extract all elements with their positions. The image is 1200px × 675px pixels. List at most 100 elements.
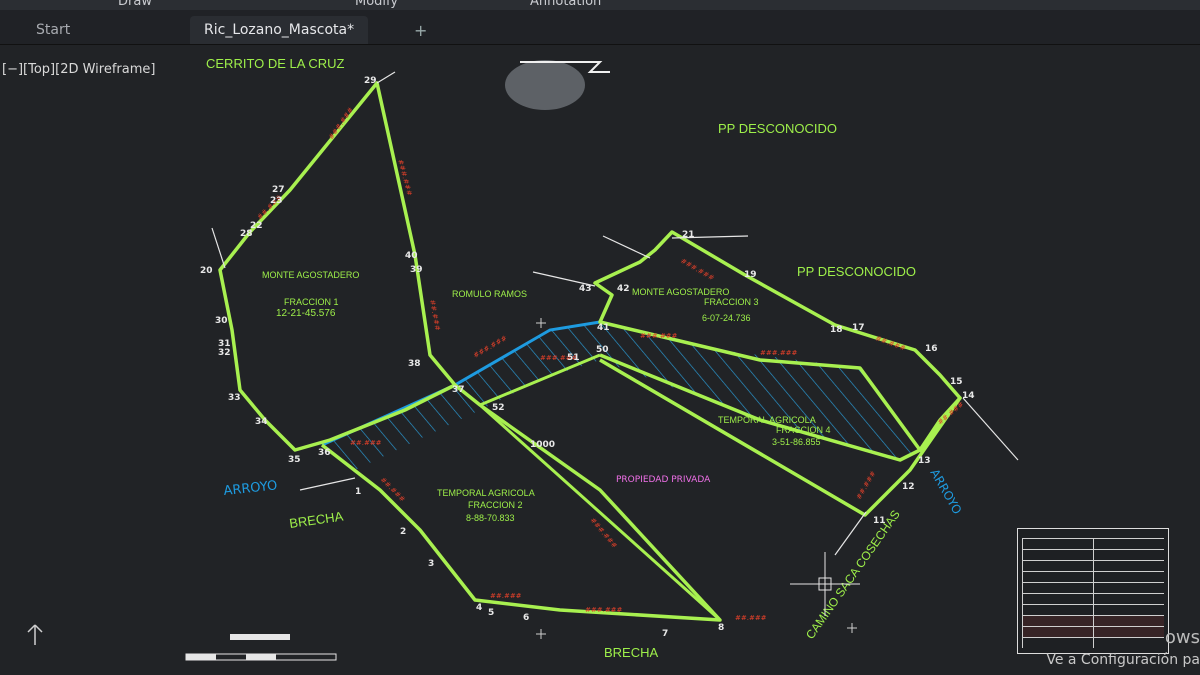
label-monte-1: MONTE AGOSTADERO	[262, 270, 359, 280]
svg-text:##.###: ##.###	[936, 400, 965, 426]
vertex-14: 14	[962, 391, 975, 401]
svg-text:##.###: ##.###	[490, 592, 522, 600]
document-tabbar: Start Ric_Lozano_Mascota* +	[0, 10, 1200, 45]
areas-table	[1017, 528, 1169, 654]
vertex-5: 5	[488, 608, 494, 618]
label-pp-desconocido-2: PP DESCONOCIDO	[797, 264, 916, 279]
svg-text:###.###: ###.###	[640, 332, 678, 340]
tab-start[interactable]: Start	[36, 22, 71, 38]
hatch-area	[322, 322, 920, 470]
vertex-35: 35	[288, 455, 301, 465]
label-fraccion-4: FRACCION 4	[776, 425, 831, 435]
svg-text:###.###: ###.###	[760, 349, 798, 357]
vertex-17: 17	[852, 323, 865, 333]
svg-text:##.###: ##.###	[428, 299, 441, 332]
vertex-22: 22	[250, 221, 263, 231]
svg-text:##.###: ##.###	[379, 476, 407, 504]
ribbon-draw[interactable]: Draw	[118, 0, 152, 9]
label-arroyo-left: ARROYO	[223, 478, 278, 499]
vertex-18: 18	[830, 325, 843, 335]
label-monte-3: MONTE AGOSTADERO	[632, 287, 729, 297]
svg-text:##.###: ##.###	[855, 470, 878, 501]
svg-text:##.###: ##.###	[350, 439, 382, 447]
label-area-4: 3-51-86.855	[772, 437, 821, 447]
label-area-2: 8-88-70.833	[466, 513, 515, 523]
vertex-16: 16	[925, 344, 938, 354]
label-arroyo-right: ARROYO	[927, 467, 964, 517]
crosshair-cursor-icon	[790, 552, 860, 616]
viewport-controls[interactable]: [−][Top][2D Wireframe]	[2, 62, 156, 77]
vertex-7: 7	[662, 629, 668, 639]
label-brecha-left: BRECHA	[288, 509, 344, 531]
label-propiedad-privada: PROPIEDAD PRIVADA	[616, 475, 711, 485]
vertex-13: 13	[918, 456, 931, 466]
tab-drawing[interactable]: Ric_Lozano_Mascota*	[190, 16, 369, 44]
vertex-30: 30	[215, 316, 228, 326]
label-camino: CAMINO SACA COSECHAS	[803, 508, 903, 642]
label-temporal-2: TEMPORAL AGRICOLA	[437, 488, 535, 498]
vertex-41: 41	[597, 323, 610, 333]
vertex-1000: 1000	[530, 440, 555, 450]
vertex-12: 12	[902, 482, 915, 492]
vertex-6: 6	[523, 613, 529, 623]
label-fraccion-3: FRACCION 3	[704, 297, 759, 307]
fraccion-1-boundary	[218, 81, 457, 452]
label-fraccion-2: FRACCION 2	[468, 500, 523, 510]
label-area-1: 12-21-45.576	[276, 308, 336, 319]
ribbon: Draw Modify Annotation	[0, 0, 1200, 10]
vertex-28: 28	[240, 229, 253, 239]
ribbon-modify[interactable]: Modify	[355, 0, 399, 9]
plus-markers	[536, 318, 857, 639]
label-pp-desconocido-1: PP DESCONOCIDO	[718, 121, 837, 136]
vertex-23: 23	[270, 196, 283, 206]
vertex-29: 29	[364, 76, 377, 86]
inner-line-52	[478, 403, 722, 622]
north-arrow-logo	[505, 60, 610, 110]
vertex-1: 1	[355, 487, 361, 497]
vertex-51: 51	[567, 353, 580, 363]
watermark-line-2: Ve a Configuración pa	[1046, 652, 1200, 668]
vertex-19: 19	[744, 270, 757, 280]
label-fraccion-1: FRACCION 1	[284, 297, 339, 307]
vertex-50: 50	[596, 345, 609, 355]
vertex-2: 2	[400, 527, 406, 537]
svg-text:###.###: ###.###	[588, 516, 618, 550]
vertex-11: 11	[873, 516, 886, 526]
label-cerrito: CERRITO DE LA CRUZ	[206, 56, 345, 71]
vertex-20: 20	[200, 266, 213, 276]
vertex-15: 15	[950, 377, 963, 387]
vertex-3: 3	[428, 559, 434, 569]
vertex-33: 33	[228, 393, 241, 403]
label-area-3: 6-07-24.736	[702, 313, 751, 323]
svg-text:##.###: ##.###	[874, 334, 907, 352]
label-temporal-4: TEMPORAL AGRICOLA	[718, 415, 816, 425]
vertex-36: 36	[318, 448, 331, 458]
label-brecha-bottom: BRECHA	[604, 645, 659, 660]
svg-text:###.###: ###.###	[540, 354, 578, 362]
reference-lines	[211, 71, 1019, 556]
vertex-52: 52	[492, 403, 505, 413]
vertex-38: 38	[408, 359, 421, 369]
svg-text:###.###: ###.###	[585, 606, 623, 614]
scale-bar	[185, 634, 337, 661]
vertex-37: 37	[452, 385, 465, 395]
svg-text:###.###: ###.###	[327, 106, 355, 141]
vertex-labels: 29 27 23 22 28 20 30 31 32 33 34 35 36 3…	[200, 76, 975, 639]
ucs-icon	[27, 624, 43, 645]
svg-text:##.###: ##.###	[735, 614, 767, 622]
label-romulo: ROMULO RAMOS	[452, 289, 527, 299]
inner-line-11	[599, 358, 866, 517]
vertex-27: 27	[272, 185, 285, 195]
vertex-43: 43	[579, 284, 592, 294]
vertex-34: 34	[255, 417, 268, 427]
fraccion-3-boundary	[593, 230, 962, 452]
vertex-31: 31	[218, 339, 231, 349]
vertex-39: 39	[410, 265, 423, 275]
ribbon-annotation[interactable]: Annotation	[530, 0, 602, 9]
vertex-42: 42	[617, 284, 630, 294]
add-tab-button[interactable]: +	[414, 21, 428, 40]
vertex-4: 4	[476, 603, 482, 613]
fraccion-4-boundary	[599, 353, 962, 517]
vertex-21: 21	[682, 230, 695, 240]
